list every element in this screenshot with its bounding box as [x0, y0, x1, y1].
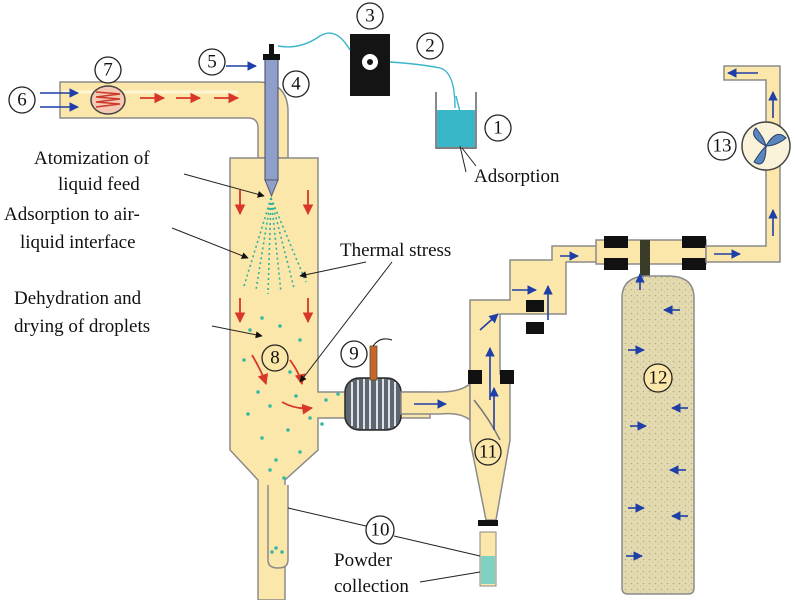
label-adsorption: Adsorption [474, 166, 560, 187]
number-6: 6 [8, 86, 36, 114]
number-2: 2 [416, 32, 444, 60]
number-9: 9 [340, 340, 368, 368]
drying-chamber [229, 157, 431, 600]
number-8: 8 [261, 344, 289, 372]
svg-text:9: 9 [349, 344, 359, 365]
svg-text:11: 11 [479, 442, 497, 463]
powder-collection-vial [478, 520, 498, 587]
number-13: 13 [707, 131, 737, 161]
number-4: 4 [282, 70, 310, 98]
droplet-dot [256, 390, 260, 394]
svg-text:5: 5 [207, 52, 217, 73]
filter-bag-icon [595, 236, 707, 595]
droplet-dot [280, 550, 284, 554]
droplet-dot [268, 468, 272, 472]
svg-text:1: 1 [493, 118, 503, 139]
fan-icon [741, 121, 791, 171]
label-dehydration-2: drying of droplets [14, 316, 150, 337]
droplet-dot [270, 550, 274, 554]
svg-text:7: 7 [103, 60, 113, 81]
droplet-dot [268, 404, 272, 408]
droplet-dot [336, 392, 340, 396]
cyclone-icon [468, 245, 641, 521]
condenser-icon [344, 338, 402, 431]
svg-text:12: 12 [649, 368, 668, 389]
droplet-dot [274, 546, 278, 550]
droplet-dot [320, 422, 324, 426]
beaker-icon [435, 92, 477, 149]
droplet-dot [298, 338, 302, 342]
callout-numbers: 1 2 3 4 5 6 7 8 9 10 11 12 13 [8, 2, 737, 545]
number-11: 11 [474, 438, 502, 466]
label-collection: collection [334, 576, 409, 597]
label-thermal-stress: Thermal stress [340, 240, 451, 261]
number-7: 7 [94, 56, 122, 84]
droplet-dot [246, 412, 250, 416]
svg-text:3: 3 [365, 6, 375, 27]
droplet-dot [288, 370, 292, 374]
droplet-dot [278, 324, 282, 328]
svg-text:4: 4 [291, 74, 301, 95]
droplet-dot [308, 416, 312, 420]
outlet-bottom-tube [267, 485, 289, 569]
droplet-dot [260, 316, 264, 320]
droplet-dot [248, 328, 252, 332]
label-dehydration-1: Dehydration and [14, 288, 142, 309]
svg-text:8: 8 [270, 348, 280, 369]
droplet-dot [282, 476, 286, 480]
droplet-dot [294, 394, 298, 398]
label-adsorption-interface-2: liquid interface [20, 232, 136, 253]
exhaust-duct [705, 65, 781, 263]
number-12: 12 [643, 363, 673, 393]
label-powder: Powder [334, 550, 393, 571]
droplet-dot [242, 358, 246, 362]
droplet-dot [274, 458, 278, 462]
label-adsorption-interface-1: Adsorption to air- [4, 204, 140, 225]
connector-duct [400, 382, 471, 422]
droplet-dot [286, 428, 290, 432]
svg-text:10: 10 [371, 520, 390, 541]
svg-text:2: 2 [425, 36, 435, 57]
svg-text:6: 6 [17, 90, 27, 111]
droplet-dot [324, 398, 328, 402]
label-atomization-1: Atomization of [34, 148, 150, 169]
nozzle-icon [263, 44, 280, 198]
air-inlet-arrows [40, 61, 257, 112]
svg-text:13: 13 [713, 136, 732, 157]
droplet-dot [260, 436, 264, 440]
number-10: 10 [365, 515, 395, 545]
leader-lines [171, 145, 481, 583]
label-atomization-2: liquid feed [58, 174, 140, 195]
heater-coil-icon [90, 85, 126, 115]
droplet-dot [298, 450, 302, 454]
number-5: 5 [198, 48, 226, 76]
number-1: 1 [484, 114, 512, 142]
spray-cone [243, 197, 307, 295]
number-3: 3 [356, 2, 384, 30]
pump-icon [350, 34, 390, 96]
feed-tubing [277, 32, 456, 109]
annotation-labels: Atomization of liquid feed Adsorption to… [4, 148, 560, 597]
